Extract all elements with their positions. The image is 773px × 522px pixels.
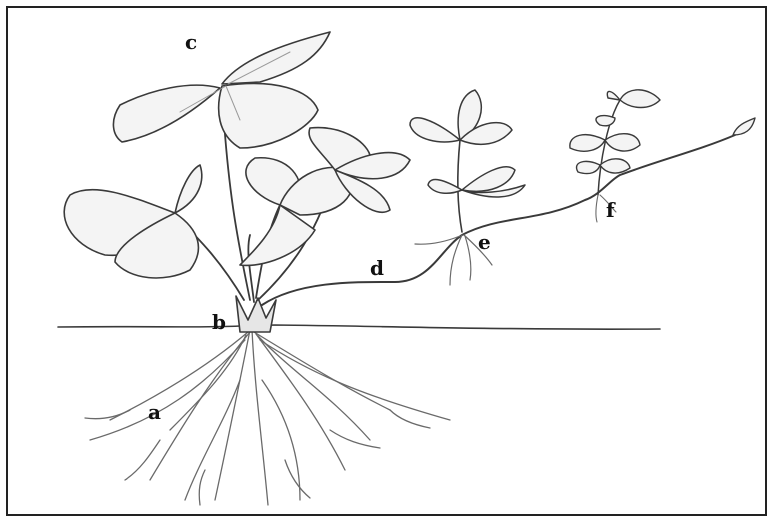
ground-line xyxy=(58,325,660,329)
root-system xyxy=(85,330,450,505)
label-f-daughter-plant: f xyxy=(606,200,615,220)
label-b-crown: b xyxy=(212,312,226,332)
daughter-plant-e xyxy=(410,90,525,232)
label-e-daughter-plant: e xyxy=(478,232,491,252)
label-d-runner: d xyxy=(370,258,384,278)
mother-leaves xyxy=(64,32,410,278)
label-c-leaf: c xyxy=(185,32,197,52)
label-a-roots: a xyxy=(148,402,161,422)
runner-tip xyxy=(733,118,755,135)
